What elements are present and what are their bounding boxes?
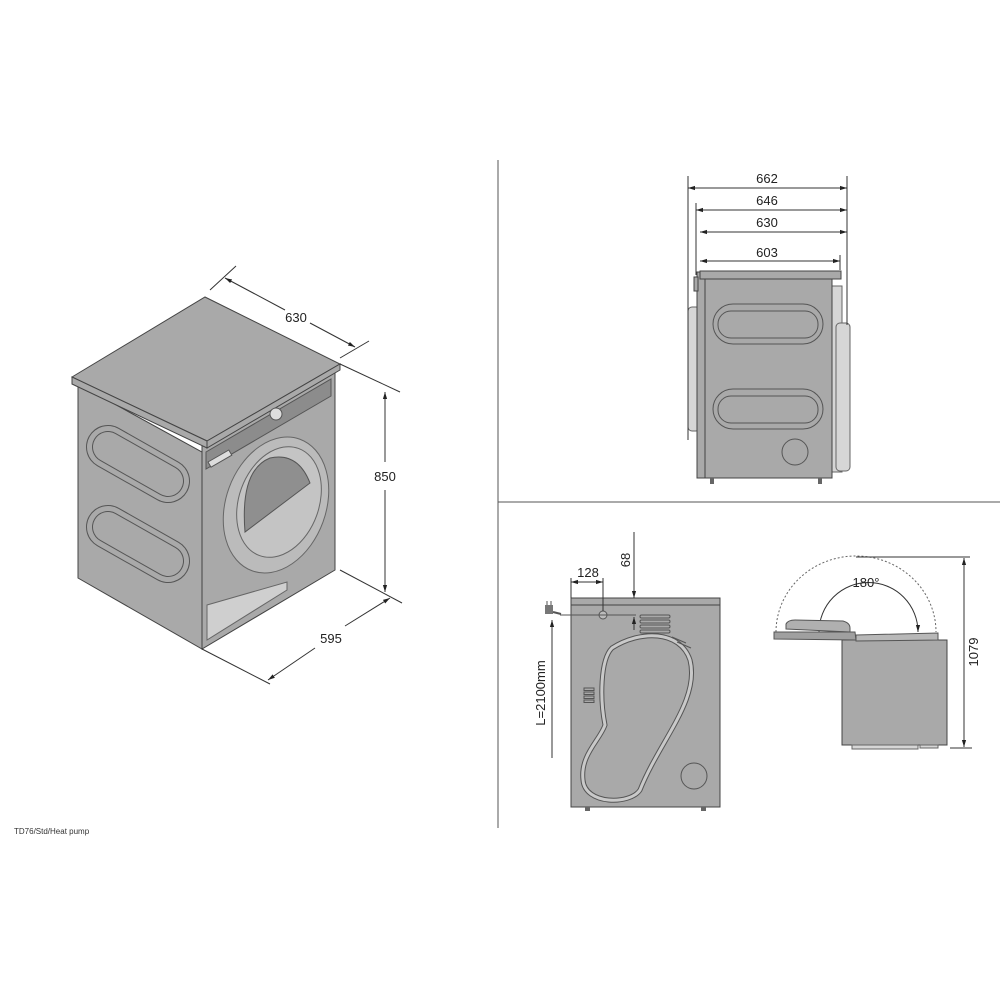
side-vent-oval-2: [86, 505, 190, 583]
plug-icon: [545, 601, 562, 615]
side-vent-oval-1: [86, 425, 190, 503]
lid-open-view: 180° 1079: [773, 555, 981, 750]
side-dim-630: 630: [756, 215, 778, 230]
lid-height-label: 1079: [966, 638, 981, 667]
side-dim-662: 662: [756, 171, 778, 186]
lid-angle-label: 180°: [853, 575, 880, 590]
rear-offset-y-label: 68: [618, 553, 633, 567]
program-knob: [269, 407, 283, 421]
iso-width-label: 595: [320, 631, 342, 646]
rear-offset-x-label: 128: [577, 565, 599, 580]
drain-port: [680, 762, 708, 790]
side-view: 662 646 630 603: [687, 171, 851, 484]
door-window: [243, 456, 311, 533]
kick-plate: [206, 581, 288, 641]
side-dim-603: 603: [756, 245, 778, 260]
iso-height-label: 850: [374, 469, 396, 484]
side-dim-646: 646: [756, 193, 778, 208]
detergent-drawer: [207, 449, 233, 468]
isometric-view: 630 850 595: [70, 265, 403, 685]
model-caption: TD76/Std/Heat pump: [14, 827, 90, 836]
drain-port: [781, 438, 809, 466]
rear-view: 128 68 L=2100mm: [533, 532, 721, 811]
control-panel: [205, 378, 332, 470]
cable-length-label: L=2100mm: [533, 660, 548, 725]
iso-depth-label: 630: [285, 310, 307, 325]
